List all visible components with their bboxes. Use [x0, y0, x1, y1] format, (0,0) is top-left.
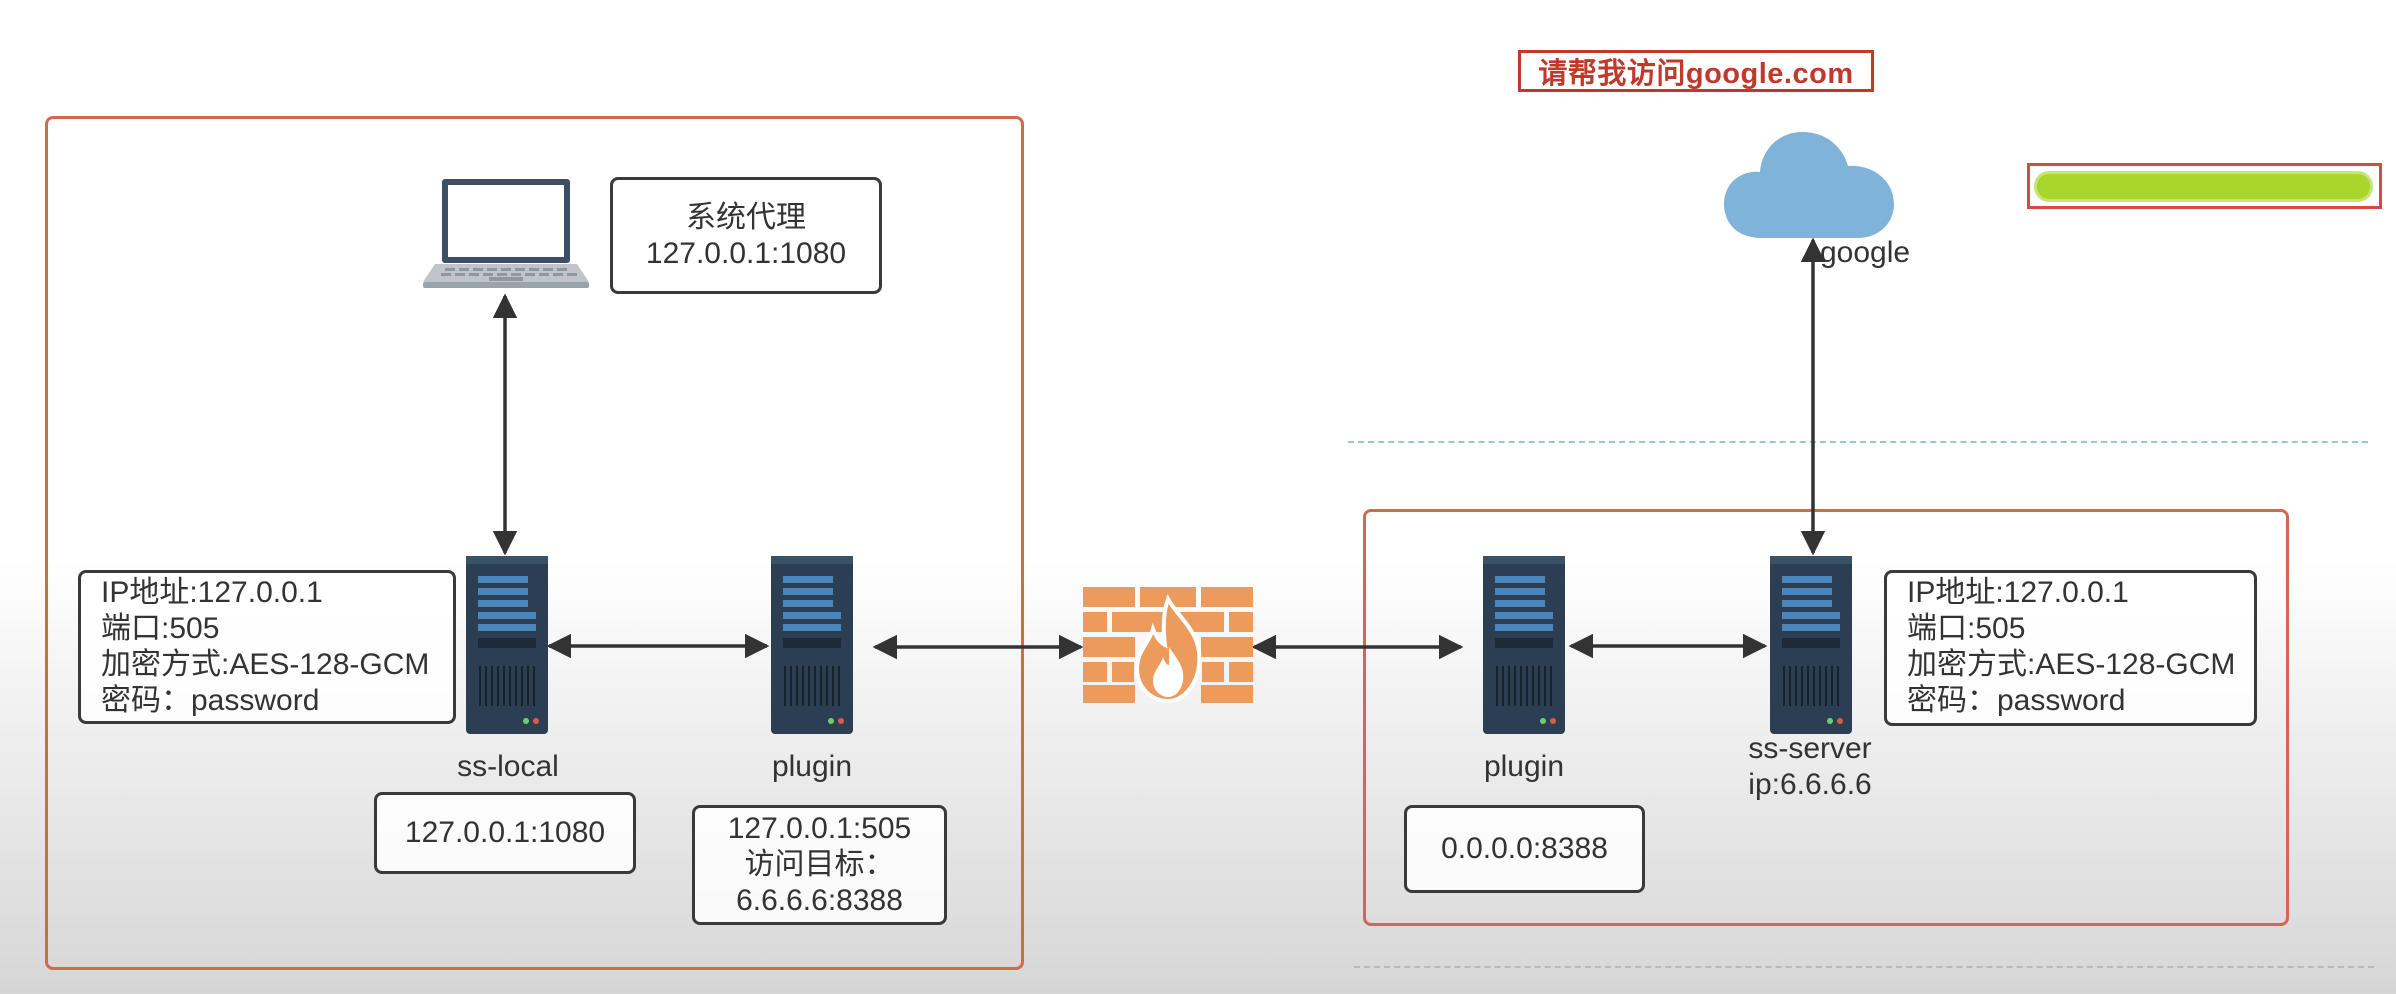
dashed-divider-top — [1348, 441, 2368, 443]
server-region — [1363, 509, 2289, 926]
dashed-divider-bottom — [1354, 966, 2374, 968]
client-plugin-target-label: 访问目标： — [744, 848, 895, 881]
ss-local-label: ss-local — [457, 750, 559, 783]
client-plugin-info-box: 127.0.0.1:505 访问目标： 6.6.6.6:8388 — [692, 805, 947, 925]
server-plugin-listen-box: 0.0.0.0:8388 — [1404, 805, 1645, 893]
ss-local-server-icon — [466, 556, 548, 734]
ss-server-server-icon — [1770, 556, 1852, 734]
server-plugin-listen: 0.0.0.0:8388 — [1441, 832, 1608, 865]
client-plugin-target: 6.6.6.6:8388 — [736, 884, 903, 917]
client-plugin-label: plugin — [771, 750, 853, 783]
cloud-label: google — [1820, 236, 1911, 269]
server-config-ip: IP地址:127.0.0.1 — [1907, 576, 2129, 609]
server-config-box: IP地址:127.0.0.1 端口:505 加密方式:AES-128-GCM 密… — [1884, 570, 2257, 726]
server-plugin-label: plugin — [1483, 750, 1565, 783]
system-proxy-title: 系统代理 — [686, 200, 806, 234]
client-config-ip: IP地址:127.0.0.1 — [101, 576, 323, 609]
client-region — [45, 116, 1024, 970]
laptop-icon — [423, 179, 589, 288]
highlight-marker — [2037, 174, 2370, 199]
server-config-password: 密码：password — [1907, 684, 2126, 717]
firewall-icon — [1083, 587, 1253, 704]
client-config-password: 密码：password — [101, 684, 320, 717]
ss-local-listen-address: 127.0.0.1:1080 — [404, 816, 606, 849]
server-config-cipher: 加密方式:AES-128-GCM — [1907, 648, 2236, 681]
server-plugin-server-icon — [1483, 556, 1565, 734]
highlight-frame — [2027, 163, 2382, 209]
server-config-port: 端口:505 — [1907, 612, 2026, 645]
request-tag: 请帮我访问google.com — [1518, 50, 1874, 92]
client-plugin-server-icon — [771, 556, 853, 734]
cloud-icon — [1724, 132, 1894, 238]
ss-server-label: ss-server — [1748, 732, 1872, 765]
ss-server-ip: ip:6.6.6.6 — [1748, 768, 1872, 801]
ss-local-listen-box: 127.0.0.1:1080 — [374, 792, 636, 874]
client-config-cipher: 加密方式:AES-128-GCM — [101, 648, 430, 681]
system-proxy-address: 127.0.0.1:1080 — [645, 236, 847, 270]
client-plugin-listen: 127.0.0.1:505 — [727, 812, 912, 845]
client-config-port: 端口:505 — [101, 612, 220, 645]
client-config-box: IP地址:127.0.0.1 端口:505 加密方式:AES-128-GCM 密… — [78, 570, 456, 724]
system-proxy-box: 系统代理 127.0.0.1:1080 — [610, 177, 882, 294]
